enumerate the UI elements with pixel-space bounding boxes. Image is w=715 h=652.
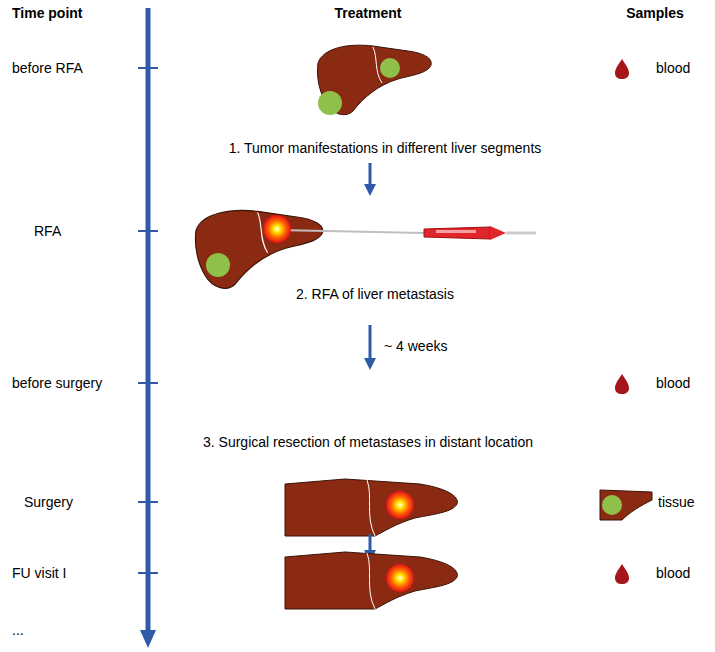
liver-follow-up [285, 552, 457, 609]
sample-label: blood [656, 60, 690, 76]
interval-label: ~ 4 weeks [384, 338, 447, 354]
blood-drop [615, 374, 629, 394]
sample-label: blood [656, 375, 690, 391]
time-axis [138, 8, 158, 648]
step-label: 2. RFA of liver metastasis [296, 286, 454, 302]
tissue-sample [600, 490, 652, 520]
sample-label: blood [656, 565, 690, 581]
sample-label: tissue [658, 494, 695, 510]
time-point: RFA [34, 223, 61, 239]
blood-drop [615, 564, 629, 584]
time-point: before RFA [12, 60, 83, 76]
step-arrow [369, 163, 372, 190]
continuation-mark: ... [12, 622, 24, 638]
column-header: Time point [12, 5, 83, 21]
liver-rfa [195, 210, 536, 288]
liver-before-rfa [317, 45, 431, 115]
liver-surgery [285, 479, 457, 536]
column-header: Samples [626, 5, 684, 21]
step-label: 3. Surgical resection of metastases in d… [203, 434, 533, 450]
time-point: FU visit I [12, 565, 66, 581]
step-arrow [369, 534, 372, 556]
time-point: before surgery [12, 375, 102, 391]
blood-drop [615, 59, 629, 79]
column-header: Treatment [335, 5, 402, 21]
step-label: 1. Tumor manifestations in different liv… [229, 140, 542, 156]
time-point: Surgery [24, 494, 73, 510]
step-arrow [369, 325, 372, 364]
